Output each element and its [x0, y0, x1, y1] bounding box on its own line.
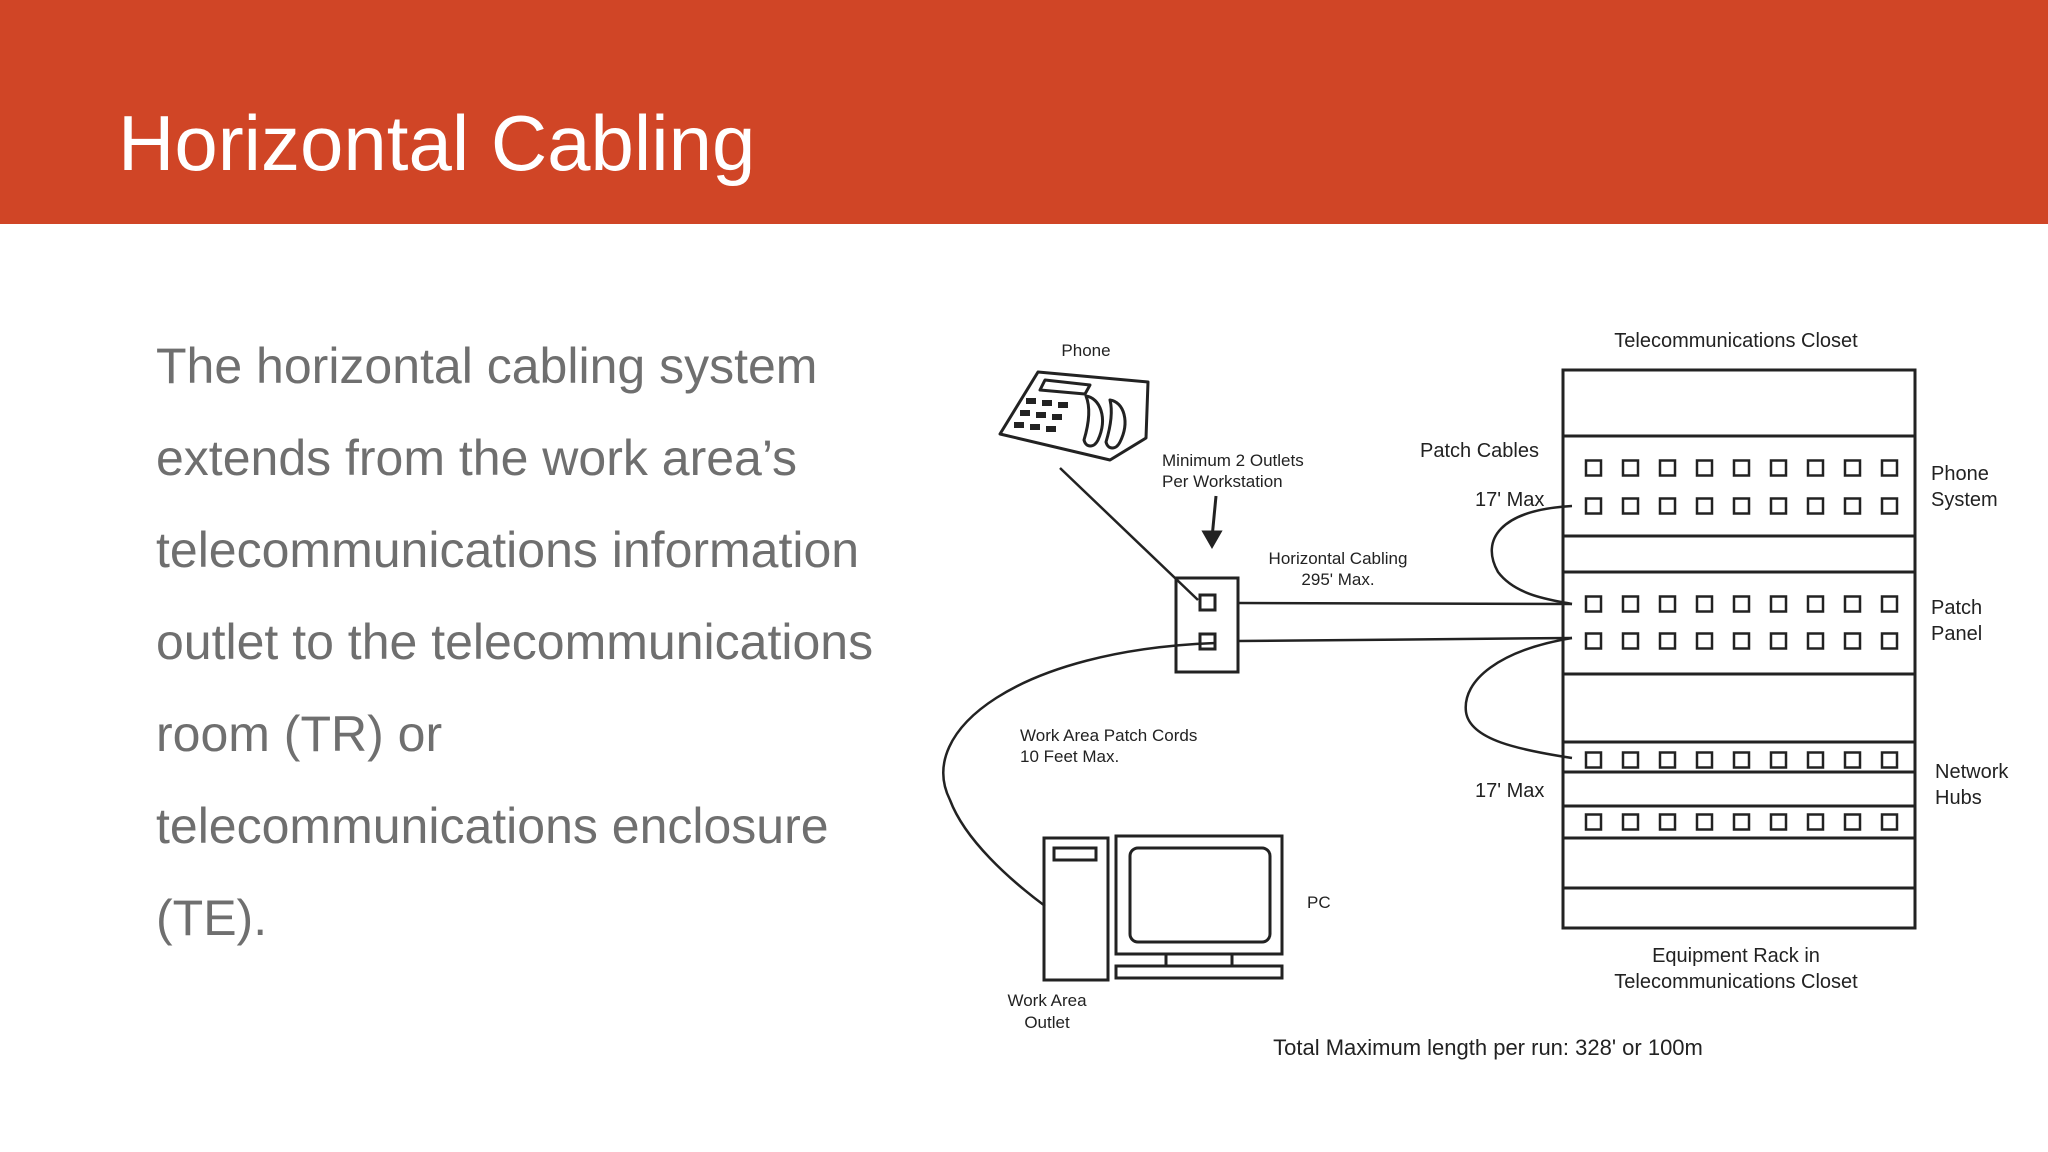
diagram-labels: Phone Telecommunications Closet Minimum … — [1007, 330, 2009, 1060]
patch-panel-label: Panel — [1931, 623, 1982, 645]
rack-port — [1658, 459, 1677, 477]
rack-port — [1732, 459, 1751, 477]
rack-port — [1843, 595, 1862, 613]
max-length-label: 17' Max — [1475, 489, 1544, 511]
total-length-label: Total Maximum length per run: 328' or 10… — [1273, 1035, 1703, 1060]
rack-port — [1769, 459, 1788, 477]
rack-port — [1880, 497, 1899, 515]
patch-cords-label: 10 Feet Max. — [1020, 747, 1119, 766]
network-hubs-label: Network — [1935, 761, 2009, 783]
rack-port — [1621, 595, 1640, 613]
rack-port — [1621, 497, 1640, 515]
rack-port — [1658, 751, 1677, 769]
rack-port — [1880, 632, 1899, 650]
phone-icon — [998, 370, 1150, 462]
phone-label: Phone — [1061, 341, 1110, 360]
rack-port — [1880, 751, 1899, 769]
rack-port — [1806, 632, 1825, 650]
rack-port — [1621, 459, 1640, 477]
phone-keypad — [1014, 398, 1068, 432]
body-line: outlet to the telecommunications — [156, 614, 874, 670]
horizontal-cabling-label: Horizontal Cabling — [1269, 549, 1408, 568]
rack-port — [1658, 632, 1677, 650]
rack-port — [1732, 497, 1751, 515]
pc-icon — [1042, 834, 1284, 982]
rack-port — [1806, 813, 1825, 831]
body-line: (TE). — [156, 890, 268, 946]
rack-port — [1843, 751, 1862, 769]
rack-port — [1732, 632, 1751, 650]
rack-port — [1806, 459, 1825, 477]
phone-system-label: System — [1931, 489, 1998, 511]
rack-port — [1695, 595, 1714, 613]
rack-port — [1769, 813, 1788, 831]
rack-port — [1621, 632, 1640, 650]
rack-port — [1658, 595, 1677, 613]
rack-port — [1695, 497, 1714, 515]
outlets-label: Minimum 2 Outlets — [1162, 451, 1304, 470]
outlet-label: Work Area — [1007, 991, 1087, 1010]
rack-port — [1584, 813, 1603, 831]
body-line: The horizontal cabling system — [156, 338, 818, 394]
rack-label: Equipment Rack in — [1652, 945, 1820, 967]
rack-port — [1769, 751, 1788, 769]
rack-port — [1584, 497, 1603, 515]
rack-port — [1769, 595, 1788, 613]
patch-cords-label: Work Area Patch Cords — [1020, 726, 1197, 745]
horizontal-cabling-label: 295' Max. — [1301, 570, 1374, 589]
rack-port — [1695, 813, 1714, 831]
body-text: The horizontal cabling system extends fr… — [156, 320, 916, 964]
rack-port — [1695, 459, 1714, 477]
body-line: telecommunications information — [156, 522, 860, 578]
rack-port — [1732, 751, 1751, 769]
closet-label: Telecommunications Closet — [1614, 330, 1858, 352]
body-line: extends from the work area’s — [156, 430, 798, 486]
rack-port — [1695, 632, 1714, 650]
arrow-icon — [1201, 495, 1223, 550]
max-length-label: 17' Max — [1475, 780, 1544, 802]
rack-ports — [1584, 459, 1899, 831]
rack-port — [1584, 595, 1603, 613]
pc-label: PC — [1307, 893, 1331, 912]
rack-port — [1584, 459, 1603, 477]
rack-port — [1880, 813, 1899, 831]
rack-port — [1769, 632, 1788, 650]
rack-port — [1658, 497, 1677, 515]
equipment-rack — [1561, 368, 1917, 930]
rack-port — [1806, 595, 1825, 613]
patch-panel-label: Patch — [1931, 597, 1982, 619]
body-line: room (TR) or — [156, 706, 443, 762]
rack-port — [1806, 497, 1825, 515]
rack-port — [1880, 459, 1899, 477]
rack-port — [1621, 751, 1640, 769]
rack-port — [1695, 751, 1714, 769]
body-line: telecommunications enclosure — [156, 798, 829, 854]
rack-port — [1843, 813, 1862, 831]
rack-port — [1658, 813, 1677, 831]
rack-port — [1621, 813, 1640, 831]
rack-port — [1732, 813, 1751, 831]
wall-outlet — [1174, 576, 1240, 674]
phone-system-label: Phone — [1931, 463, 1989, 485]
patch-cables-label: Patch Cables — [1420, 440, 1539, 462]
rack-port — [1843, 497, 1862, 515]
rack-port — [1584, 632, 1603, 650]
title-bar: Horizontal Cabling — [0, 0, 2048, 224]
cables — [942, 467, 1573, 908]
rack-port — [1843, 632, 1862, 650]
rack-label: Telecommunications Closet — [1614, 971, 1858, 993]
rack-port — [1843, 459, 1862, 477]
rack-port — [1732, 595, 1751, 613]
rack-port — [1880, 595, 1899, 613]
slide-title: Horizontal Cabling — [118, 99, 756, 187]
rack-port — [1769, 497, 1788, 515]
network-hubs-label: Hubs — [1935, 787, 1982, 809]
rack-port — [1806, 751, 1825, 769]
rack-port — [1584, 751, 1603, 769]
outlets-label: Per Workstation — [1162, 472, 1283, 491]
outlet-label: Outlet — [1024, 1013, 1070, 1032]
